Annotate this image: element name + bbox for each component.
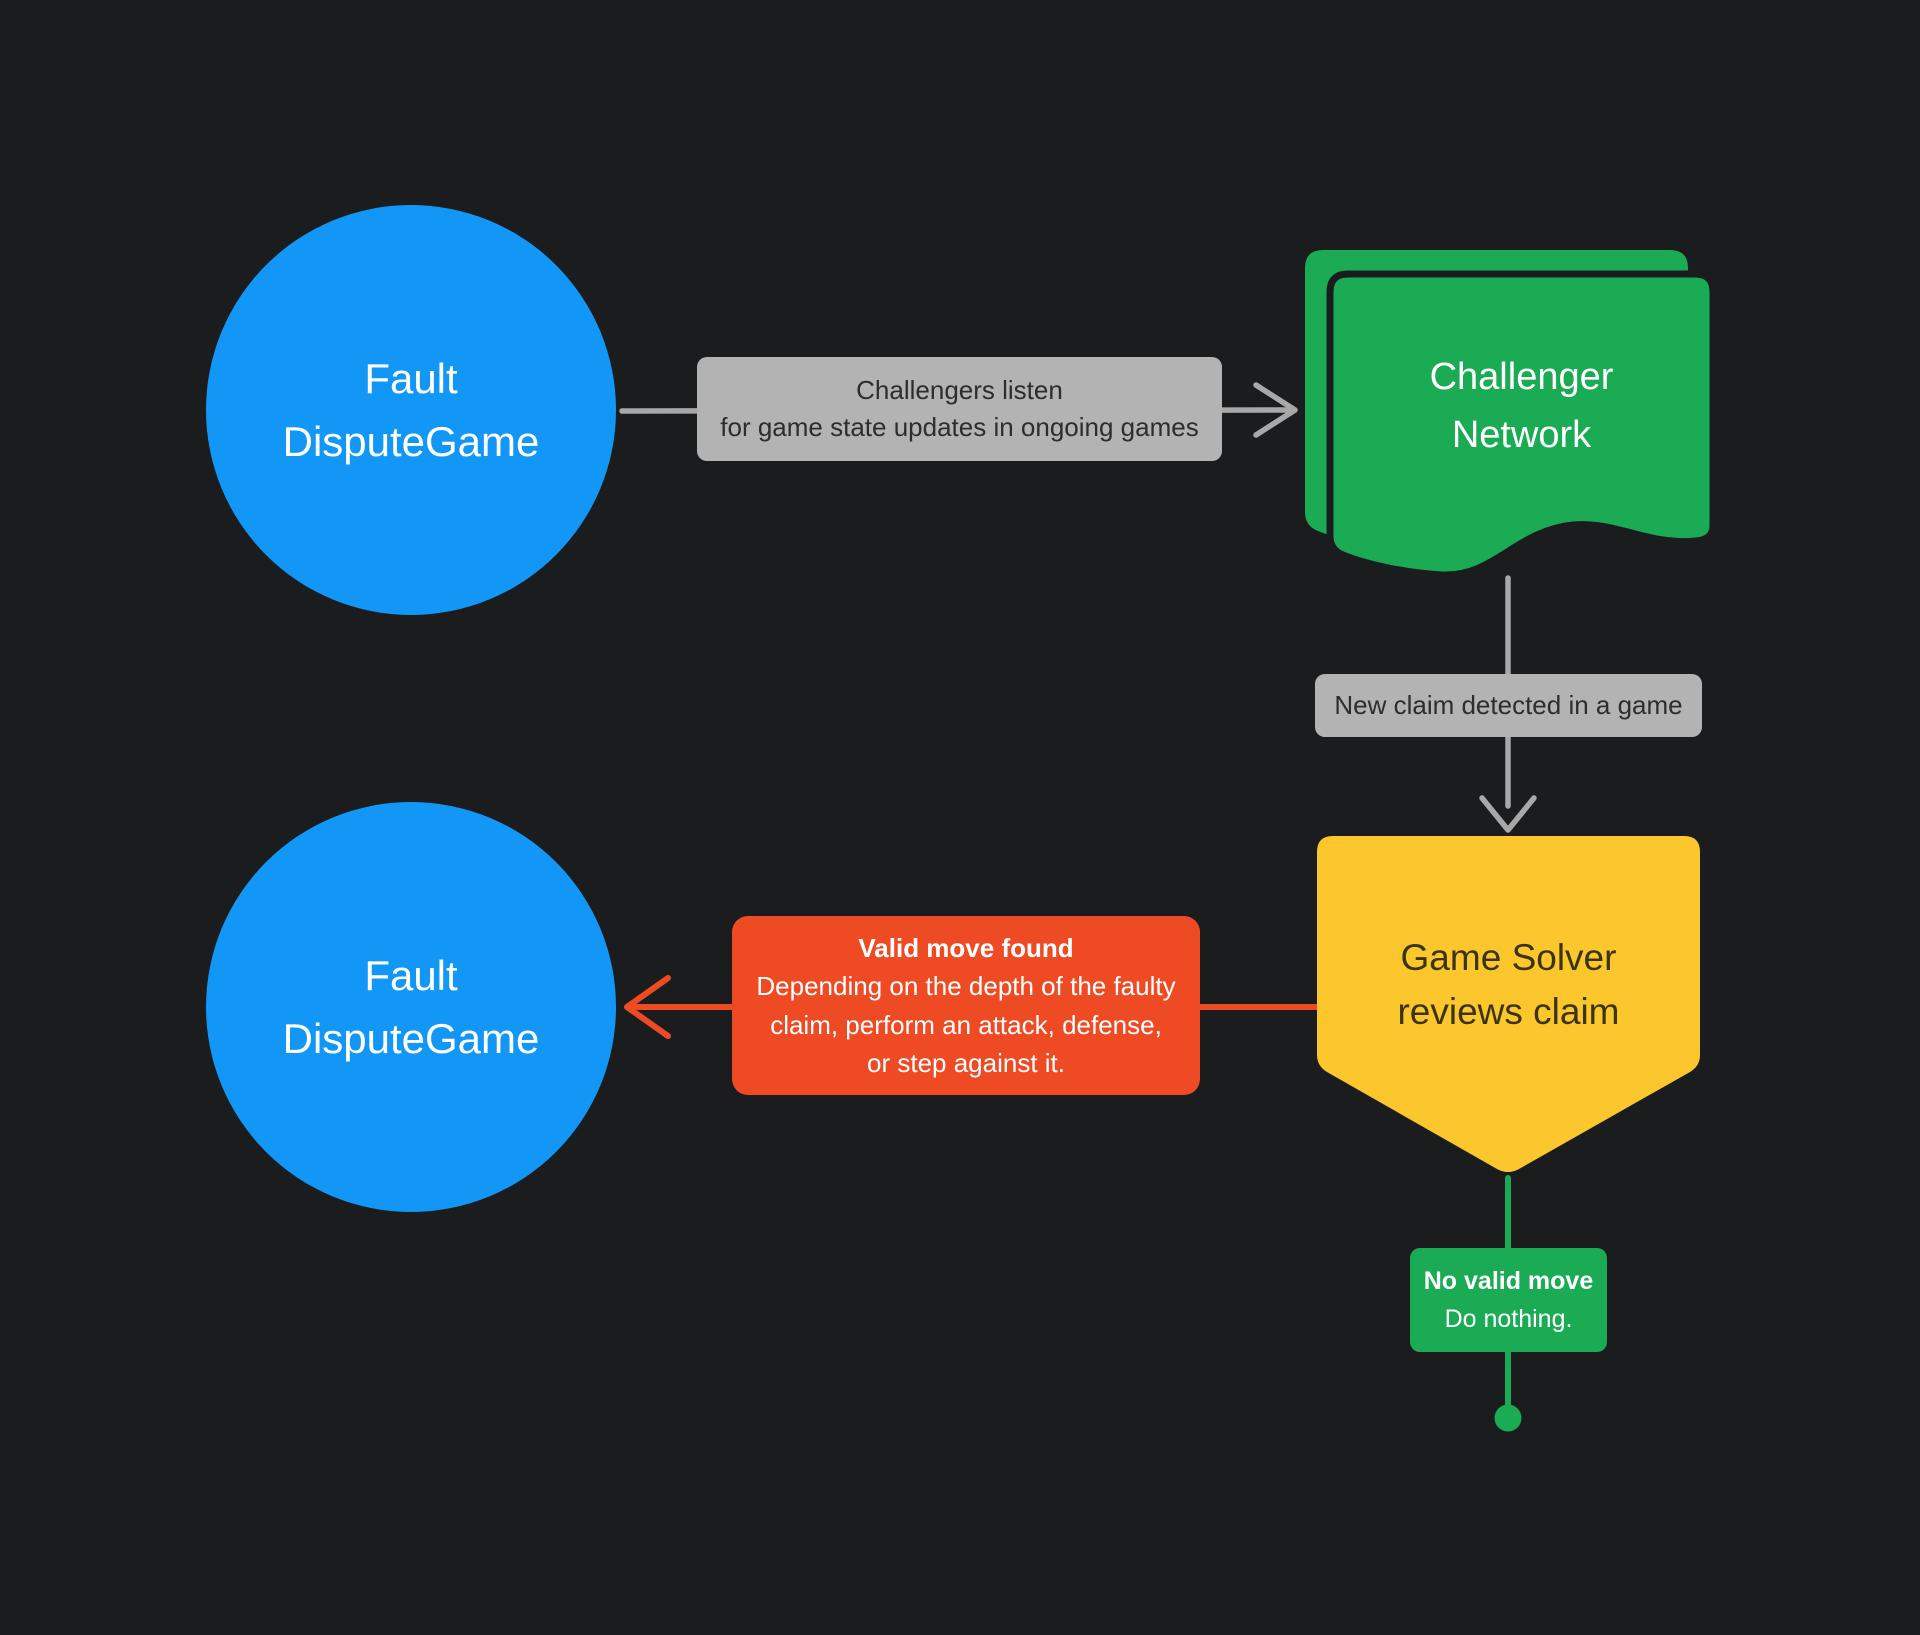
- node-label-line: Fault: [364, 952, 458, 999]
- challenger-network-node: Challenger Network: [1330, 274, 1713, 538]
- no-valid-move-edge-label: No valid move Do nothing.: [1410, 1248, 1607, 1352]
- listen-edge-label: Challengers listen for game state update…: [697, 357, 1222, 461]
- flow-terminal-dot: [1494, 1404, 1522, 1432]
- valid-move-title: Valid move found: [858, 932, 1074, 963]
- arrow-left-icon: [624, 975, 671, 1039]
- edge-label-line: Challengers listen: [856, 375, 1063, 405]
- node-label-line: Game Solver: [1400, 937, 1617, 978]
- fault-dispute-game-bottom-node: Fault DisputeGame: [206, 802, 616, 1212]
- edge-label-line: for game state updates in ongoing games: [720, 412, 1199, 442]
- node-label-line: DisputeGame: [282, 1015, 540, 1062]
- node-label-line: reviews claim: [1397, 991, 1620, 1032]
- new-claim-edge-label: New claim detected in a game: [1315, 674, 1702, 737]
- valid-move-edge-label: Valid move found Depending on the depth …: [732, 916, 1200, 1095]
- arrow-down-icon: [1479, 795, 1537, 833]
- edge-label-line: New claim detected in a game: [1334, 690, 1683, 720]
- node-label-line: DisputeGame: [282, 418, 540, 465]
- node-label-line: Network: [1451, 414, 1592, 456]
- no-valid-move-body: Do nothing.: [1444, 1305, 1573, 1333]
- node-label-line: Fault: [364, 355, 458, 402]
- arrow-right-icon: [1253, 382, 1298, 438]
- no-valid-move-title: No valid move: [1423, 1267, 1594, 1295]
- valid-move-body-line: or step against it.: [867, 1048, 1065, 1078]
- pentagon-shape: [1317, 836, 1700, 1172]
- game-solver-node: Game Solver reviews claim: [1317, 850, 1700, 1120]
- valid-move-body-line: claim, perform an attack, defense,: [770, 1009, 1162, 1040]
- document-shape-front: [1326, 270, 1717, 579]
- node-label-line: Challenger: [1429, 356, 1614, 398]
- valid-move-body-line: Depending on the depth of the faulty: [756, 971, 1176, 1001]
- fault-dispute-game-top-node: Fault DisputeGame: [206, 205, 616, 615]
